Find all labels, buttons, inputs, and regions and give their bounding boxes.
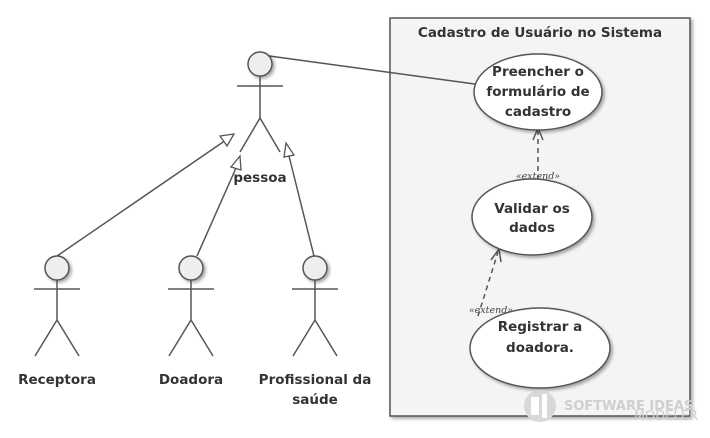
- watermark: SOFTWARE IDEAS MODELER: [524, 390, 698, 424]
- use-case-label: Registrar a: [498, 319, 583, 335]
- use-case-label: dados: [509, 220, 555, 236]
- extend-label: «extend»: [516, 171, 560, 182]
- actor-label-doadora: Doadora: [159, 372, 223, 388]
- actor-doadora[interactable]: [168, 255, 214, 357]
- use-case-registrar[interactable]: Registrar a doadora.: [469, 307, 611, 389]
- watermark-text: SOFTWARE IDEAS: [564, 399, 693, 414]
- system-title: Cadastro de Usuário no Sistema: [418, 25, 662, 41]
- extend-label: «extend»: [469, 305, 513, 316]
- watermark-logo-icon: [524, 390, 556, 422]
- actor-receptora[interactable]: [34, 255, 80, 357]
- actor-label-pessoa: pessoa: [233, 170, 286, 186]
- actor-pessoa[interactable]: [237, 51, 283, 153]
- generalization-profissional[interactable]: [283, 141, 315, 257]
- watermark-text: MODELER: [634, 409, 698, 424]
- use-case-label: Validar os: [494, 201, 570, 217]
- use-case-preencher[interactable]: Preencher o formulário de cadastro: [473, 53, 603, 131]
- actor-label-profissional: saúde: [292, 392, 338, 408]
- generalization-doadora[interactable]: [196, 154, 242, 257]
- actor-label-profissional: Profissional da: [259, 372, 372, 388]
- use-case-label: cadastro: [505, 104, 571, 120]
- generalization-receptora[interactable]: [56, 133, 236, 257]
- actor-label-receptora: Receptora: [18, 372, 96, 388]
- actor-profissional[interactable]: [292, 255, 338, 357]
- use-case-validar[interactable]: Validar os dados: [471, 178, 593, 256]
- use-case-label: formulário de: [486, 84, 589, 100]
- use-case-label: Preencher o: [492, 64, 584, 80]
- association-pessoa-preencher[interactable]: [261, 54, 483, 86]
- use-case-label: doadora.: [506, 340, 574, 356]
